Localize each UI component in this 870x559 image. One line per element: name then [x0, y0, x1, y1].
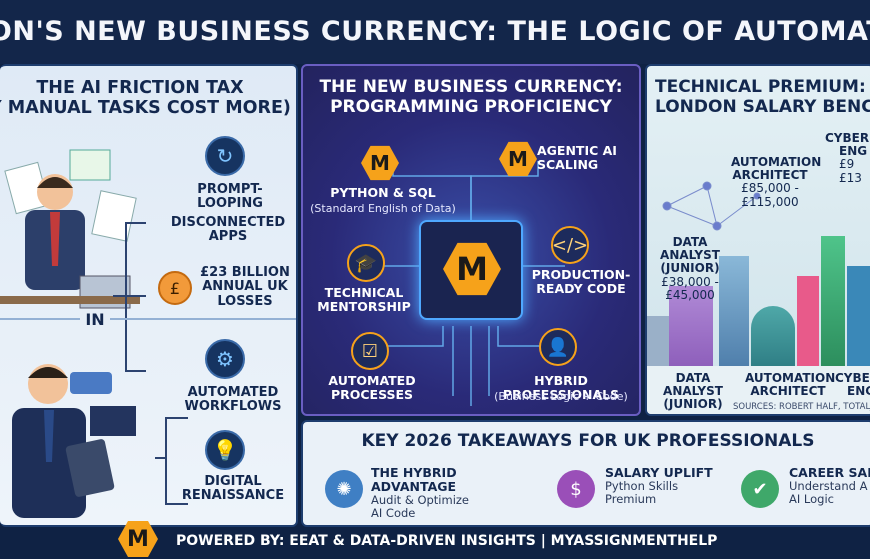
friction-tax-panel: THE AI FRICTION TAX Y MANUAL TASKS COST …: [0, 64, 298, 527]
salary-premium-panel: TECHNICAL PREMIUM: Q1 LONDON SALARY BENC…: [645, 64, 870, 416]
business-currency-heading: THE NEW BUSINESS CURRENCY: PROGRAMMING P…: [319, 77, 623, 117]
transition-label: IN: [80, 310, 110, 330]
automation-architect-salary: AUTOMATION ARCHITECT £85,000 - £115,000: [731, 155, 822, 209]
money-bag-icon: £: [158, 271, 192, 305]
takeaway-hybrid: THE HYBRID ADVANTAGE Audit & Optimize AI…: [371, 465, 470, 520]
digital-renaissance-label: DIGITAL RENAISSANCE: [181, 474, 285, 504]
brain-icon: ✺: [325, 470, 363, 508]
axis-label-cyber: CYBER ENG: [835, 371, 870, 399]
central-screen: M: [419, 220, 523, 320]
flow-bracket: [113, 222, 146, 372]
circuit-lines: [373, 161, 565, 406]
data-analyst-bar: [669, 286, 713, 376]
network-nodes: [662, 181, 761, 231]
flow-bracket-lower: [155, 417, 188, 505]
takeaways-heading: KEY 2026 TAKEAWAYS FOR UK PROFESSIONALS: [361, 431, 815, 451]
gear-icon: ⚙: [205, 339, 245, 379]
data-analyst-salary: DATA ANALYST (JUNIOR) £38,000 - £45,000: [660, 235, 720, 302]
agentic-ai-label: AGENTIC AI SCALING: [537, 143, 617, 172]
professional-person-icon: 👤: [539, 328, 577, 366]
takeaways-panel: KEY 2026 TAKEAWAYS FOR UK PROFESSIONALS …: [301, 420, 870, 527]
m-logo-icon: M: [443, 242, 501, 296]
page-title: DON'S NEW BUSINESS CURRENCY: THE LOGIC O…: [0, 0, 870, 64]
lightbulb-icon: 💡: [205, 430, 245, 470]
salary-premium-heading: TECHNICAL PREMIUM: Q1 LONDON SALARY BENC…: [655, 77, 870, 117]
automated-workflows-label: AUTOMATED WORKFLOWS: [184, 385, 282, 415]
money-hand-icon: $: [557, 470, 595, 508]
prompt-looping-label: PROMPT-LOOPING: [197, 182, 263, 212]
checklist-icon: ☑: [351, 332, 389, 370]
hybrid-professionals-label: HYBRID PROFESSIONALS: [502, 373, 620, 402]
background-building: [847, 266, 870, 376]
takeaway-career: CAREER SAF Understand A AI Logic: [789, 466, 870, 506]
background-building: [797, 276, 819, 376]
axis-strip: [647, 366, 870, 414]
stressed-worker-illustration: [0, 149, 140, 309]
automation-architect-bar: [751, 306, 795, 376]
production-ready-label: PRODUCTION-READY CODE: [531, 267, 631, 296]
technical-mentorship-label: TECHNICAL MENTORSHIP: [317, 285, 411, 314]
before-after-divider: [0, 318, 296, 320]
hybrid-professionals-sub: (Business Logic + Code): [494, 390, 628, 403]
footer-bar: M POWERED BY: EEAT & DATA-DRIVEN INSIGHT…: [0, 521, 870, 559]
cyber-engineer-bar: [821, 236, 845, 376]
axis-label-data-analyst: DATA ANALYST (JUNIOR): [663, 371, 723, 412]
python-sql-sub: (Standard English of Data): [310, 202, 456, 215]
uk-losses-label: £23 BILLION ANNUAL UK LOSSES: [200, 265, 290, 309]
axis-label-automation-architect: AUTOMATION ARCHITECT: [745, 371, 836, 399]
disconnected-apps-label: DISCONNECTED APPS: [170, 215, 286, 245]
refresh-loop-icon: ↻: [205, 136, 245, 176]
business-currency-panel: THE NEW BUSINESS CURRENCY: PROGRAMMING P…: [301, 64, 641, 416]
footer-credit: POWERED BY: EEAT & DATA-DRIVEN INSIGHTS …: [176, 533, 718, 549]
sources-note: SOURCES: ROBERT HALF, TOTALJ: [733, 402, 870, 412]
background-building: [647, 316, 669, 376]
cyber-engineer-salary: CYBER ENG £9 £13: [825, 131, 870, 185]
python-sql-label: PYTHON & SQL: [330, 185, 436, 200]
happy-worker-illustration: [12, 364, 136, 518]
python-sql-icon: M: [361, 145, 399, 181]
code-window-icon: </>: [551, 226, 589, 264]
salary-skyline: [647, 216, 870, 376]
shield-check-icon: ✔: [741, 470, 779, 508]
shard-building: [719, 256, 749, 376]
friction-tax-heading: THE AI FRICTION TAX Y MANUAL TASKS COST …: [0, 78, 291, 119]
automated-processes-label: AUTOMATED PROCESSES: [328, 373, 416, 402]
graduate-icon: 🎓: [347, 244, 385, 282]
takeaway-salary: SALARY UPLIFT Python Skills Premium: [605, 465, 713, 506]
